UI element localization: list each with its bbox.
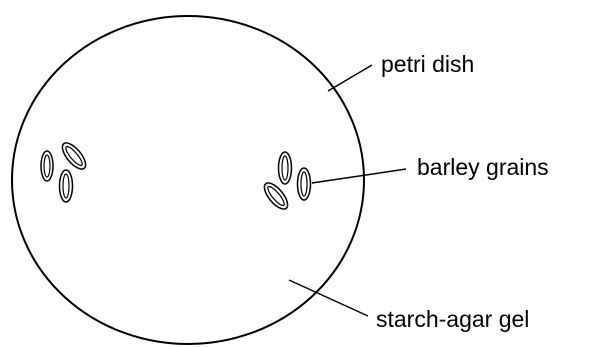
starch-agar-gel-leader-line: [288, 279, 369, 317]
barley-grain: [263, 182, 289, 210]
barley-grains-label: barley grains: [417, 154, 549, 180]
barley-grain: [296, 167, 312, 201]
barley-grain: [40, 150, 54, 182]
petri-dish-label: petri dish: [381, 51, 474, 77]
petri-dish-leader-line: [327, 64, 373, 92]
starch-agar-gel-label: starch-agar gel: [376, 306, 529, 332]
barley-grains-leader-line: [311, 168, 407, 184]
barley-grain-group-right: [263, 151, 312, 210]
barley-grain: [277, 151, 293, 185]
barley-grain-group-left: [40, 142, 87, 203]
barley-grain: [58, 169, 74, 203]
petri-dish-outline: [11, 15, 365, 345]
barley-grain: [61, 142, 87, 170]
